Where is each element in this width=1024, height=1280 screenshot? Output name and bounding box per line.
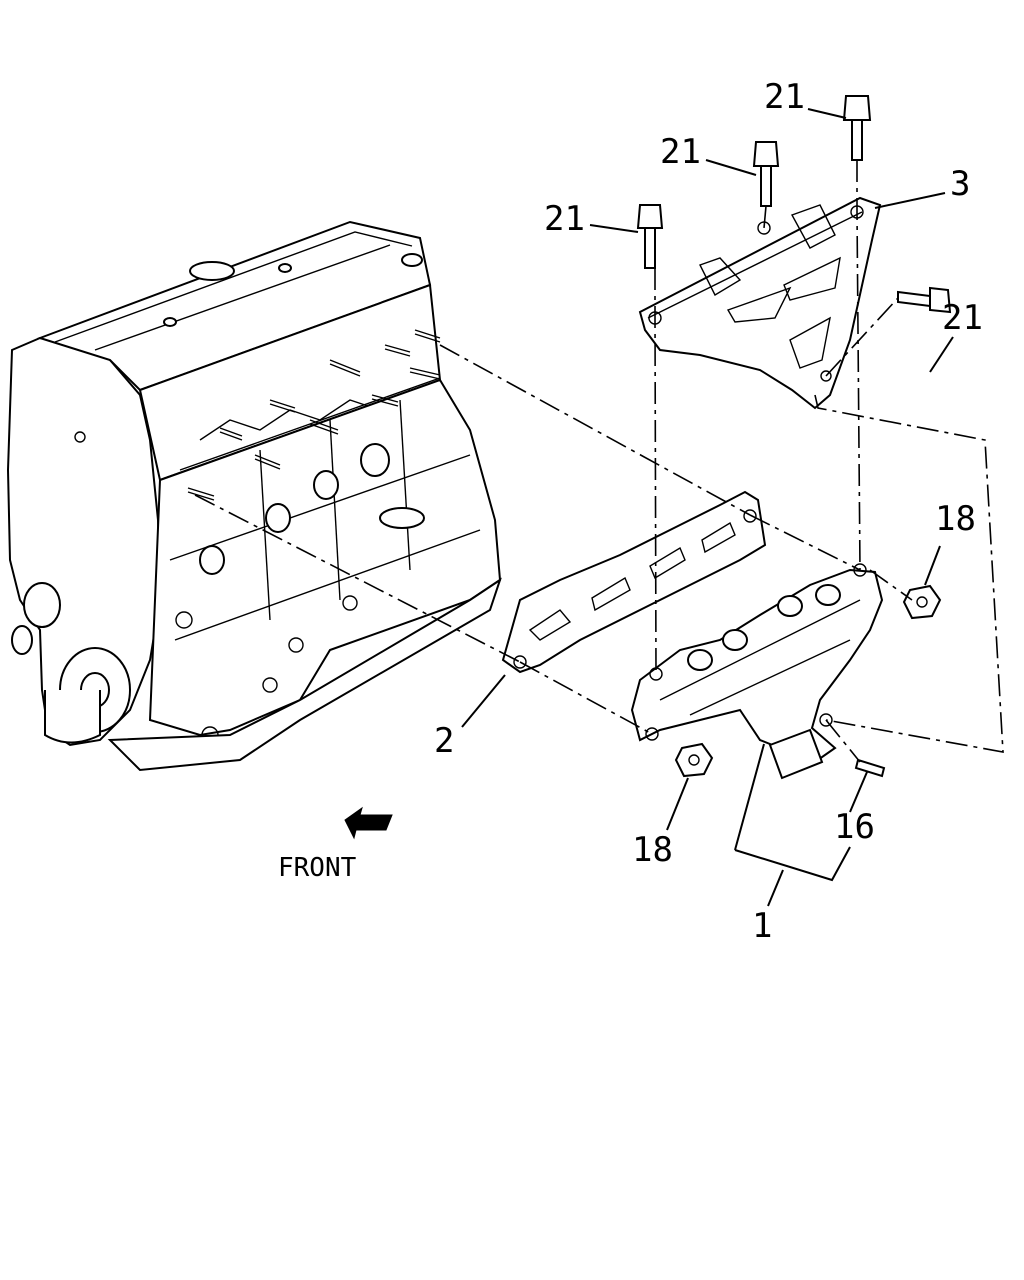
front-arrow-icon xyxy=(344,806,393,840)
alignment-lines xyxy=(194,160,1004,763)
exhaust-manifold xyxy=(630,563,884,780)
stud xyxy=(854,758,886,778)
callout-exhaust-manifold: 1 xyxy=(752,906,772,946)
manifold-gasket xyxy=(501,490,767,674)
callout-bolt-top-middle: 21 xyxy=(660,132,701,172)
callout-leaders xyxy=(461,108,954,907)
bolt-top-middle xyxy=(752,141,780,207)
callout-heat-shield: 3 xyxy=(950,164,970,204)
callout-bolt-top-left: 21 xyxy=(544,199,585,239)
callout-nut-right: 18 xyxy=(935,499,976,539)
bolt-top-left xyxy=(636,204,664,269)
engine-block xyxy=(6,220,502,772)
callout-stud: 16 xyxy=(834,807,875,847)
bolt-side xyxy=(897,286,952,314)
callout-nut-lower: 18 xyxy=(632,830,673,870)
front-label: FRONT xyxy=(278,853,357,883)
nut-lower xyxy=(674,742,714,778)
callout-manifold-gasket: 2 xyxy=(434,721,454,761)
nut-right xyxy=(902,584,942,620)
bolt-top-right xyxy=(842,95,872,161)
heat-shield xyxy=(638,196,882,410)
callout-bolt-top-right: 21 xyxy=(764,77,805,117)
callout-bolt-side: 21 xyxy=(942,298,983,338)
